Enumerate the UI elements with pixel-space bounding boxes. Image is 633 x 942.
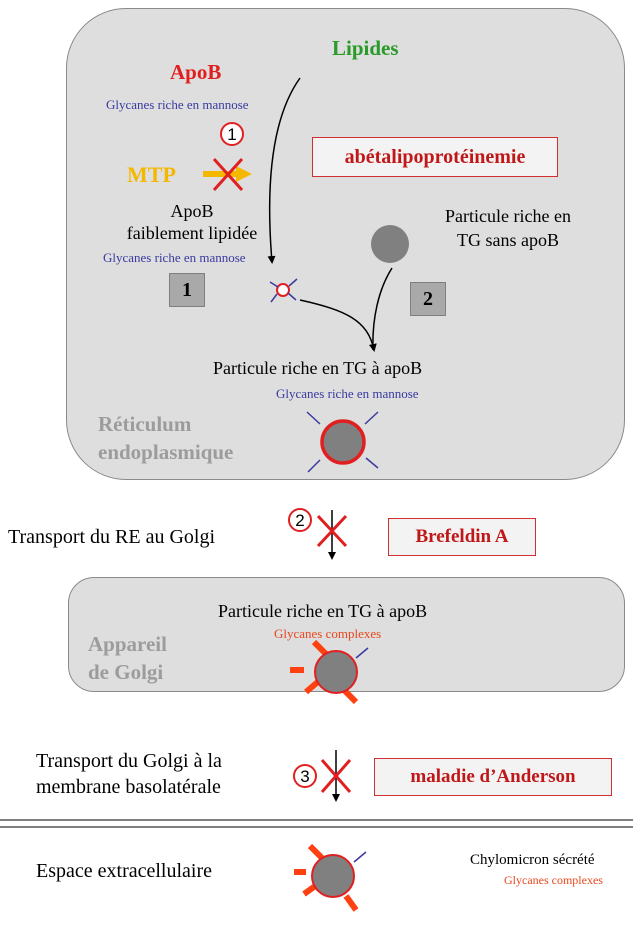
apob-low-lipid-label: ApoB faiblement lipidée [122, 200, 262, 244]
golgi-label-line2: de Golgi [88, 660, 164, 684]
step-2-label: 2 [423, 288, 433, 310]
apob-low-lipid-particle-icon [269, 278, 298, 303]
er-label-line2: endoplasmique [98, 440, 234, 464]
abetalipoproteinemia-label: abétalipoprotéinemie [344, 146, 526, 168]
blocked-transport-er-golgi-icon [316, 510, 348, 560]
merge-arrow-1 [299, 299, 377, 352]
apob-low-line2: faiblement lipidée [126, 223, 258, 243]
abetalipoproteinemia-box: abétalipoprotéinemie [312, 137, 558, 177]
glycanes-complexes-label-extracellular: Glycanes complexes [504, 873, 603, 887]
er-compartment [66, 8, 625, 480]
apob-low-line1: ApoB [170, 201, 214, 221]
glycanes-complexes-label-golgi: Glycanes complexes [274, 626, 382, 641]
tg-particle-line1: Particule riche en [445, 206, 571, 226]
anderson-disease-label: maladie d’Anderson [410, 766, 576, 787]
anderson-disease-box: maladie d’Anderson [374, 758, 612, 796]
brefeldin-box: Brefeldin A [388, 518, 536, 556]
tg-apob-particle-label-golgi: Particule riche en TG à apoB [218, 601, 428, 621]
er-apob-particle-icon [306, 411, 379, 473]
tg-particle-no-apob-label: Particule riche en TG sans apoB [410, 204, 606, 252]
lipides-arrow [267, 77, 301, 264]
step-2-box: 2 [410, 282, 446, 316]
step-marker-1: 1 [220, 122, 244, 146]
merge-arrow-2 [372, 267, 393, 351]
chylomicron-icon [294, 843, 367, 912]
tg-particle-line2: TG sans apoB [457, 230, 559, 250]
glycanes-mannose-label-top: Glycanes riche en mannose [106, 97, 249, 112]
tg-particle-no-apob-icon [371, 225, 409, 263]
transport-golgi-membrane-label: Transport du Golgi à la membrane basolat… [36, 748, 222, 800]
step-marker-3: 3 [293, 764, 317, 788]
step-marker-1-text: 1 [227, 125, 236, 144]
extracellular-space-label: Espace extracellulaire [36, 860, 212, 882]
step-marker-2-text: 2 [295, 511, 304, 530]
transport-golgi-line1: Transport du Golgi à la [36, 750, 222, 772]
golgi-apob-particle-icon [290, 639, 369, 705]
chylomicron-label: Chylomicron sécrété [470, 852, 595, 868]
glycanes-mannose-label-bottom: Glycanes riche en mannose [276, 386, 419, 401]
blocked-transport-golgi-membrane-icon [320, 750, 352, 802]
tg-apob-particle-label-er: Particule riche en TG à apoB [213, 358, 423, 378]
lipides-label: Lipides [332, 36, 399, 60]
apob-label: ApoB [170, 60, 222, 84]
golgi-compartment-label: Appareil de Golgi [88, 630, 167, 686]
brefeldin-label: Brefeldin A [415, 526, 509, 547]
mtp-label: MTP [127, 162, 176, 187]
golgi-label-line1: Appareil [88, 632, 167, 656]
basolateral-membrane-lines [0, 819, 633, 828]
transport-golgi-line2: membrane basolatérale [36, 776, 221, 798]
er-compartment-label: Réticulum endoplasmique [98, 410, 233, 466]
mtp-arrow-icon [203, 157, 252, 192]
step-marker-2: 2 [288, 508, 312, 532]
glycanes-mannose-label-mid: Glycanes riche en mannose [103, 250, 246, 265]
step-1-label: 1 [182, 279, 192, 301]
step-marker-3-text: 3 [300, 767, 309, 786]
er-label-line1: Réticulum [98, 412, 192, 436]
transport-er-golgi-label: Transport du RE au Golgi [8, 526, 216, 548]
step-1-box: 1 [169, 273, 205, 307]
